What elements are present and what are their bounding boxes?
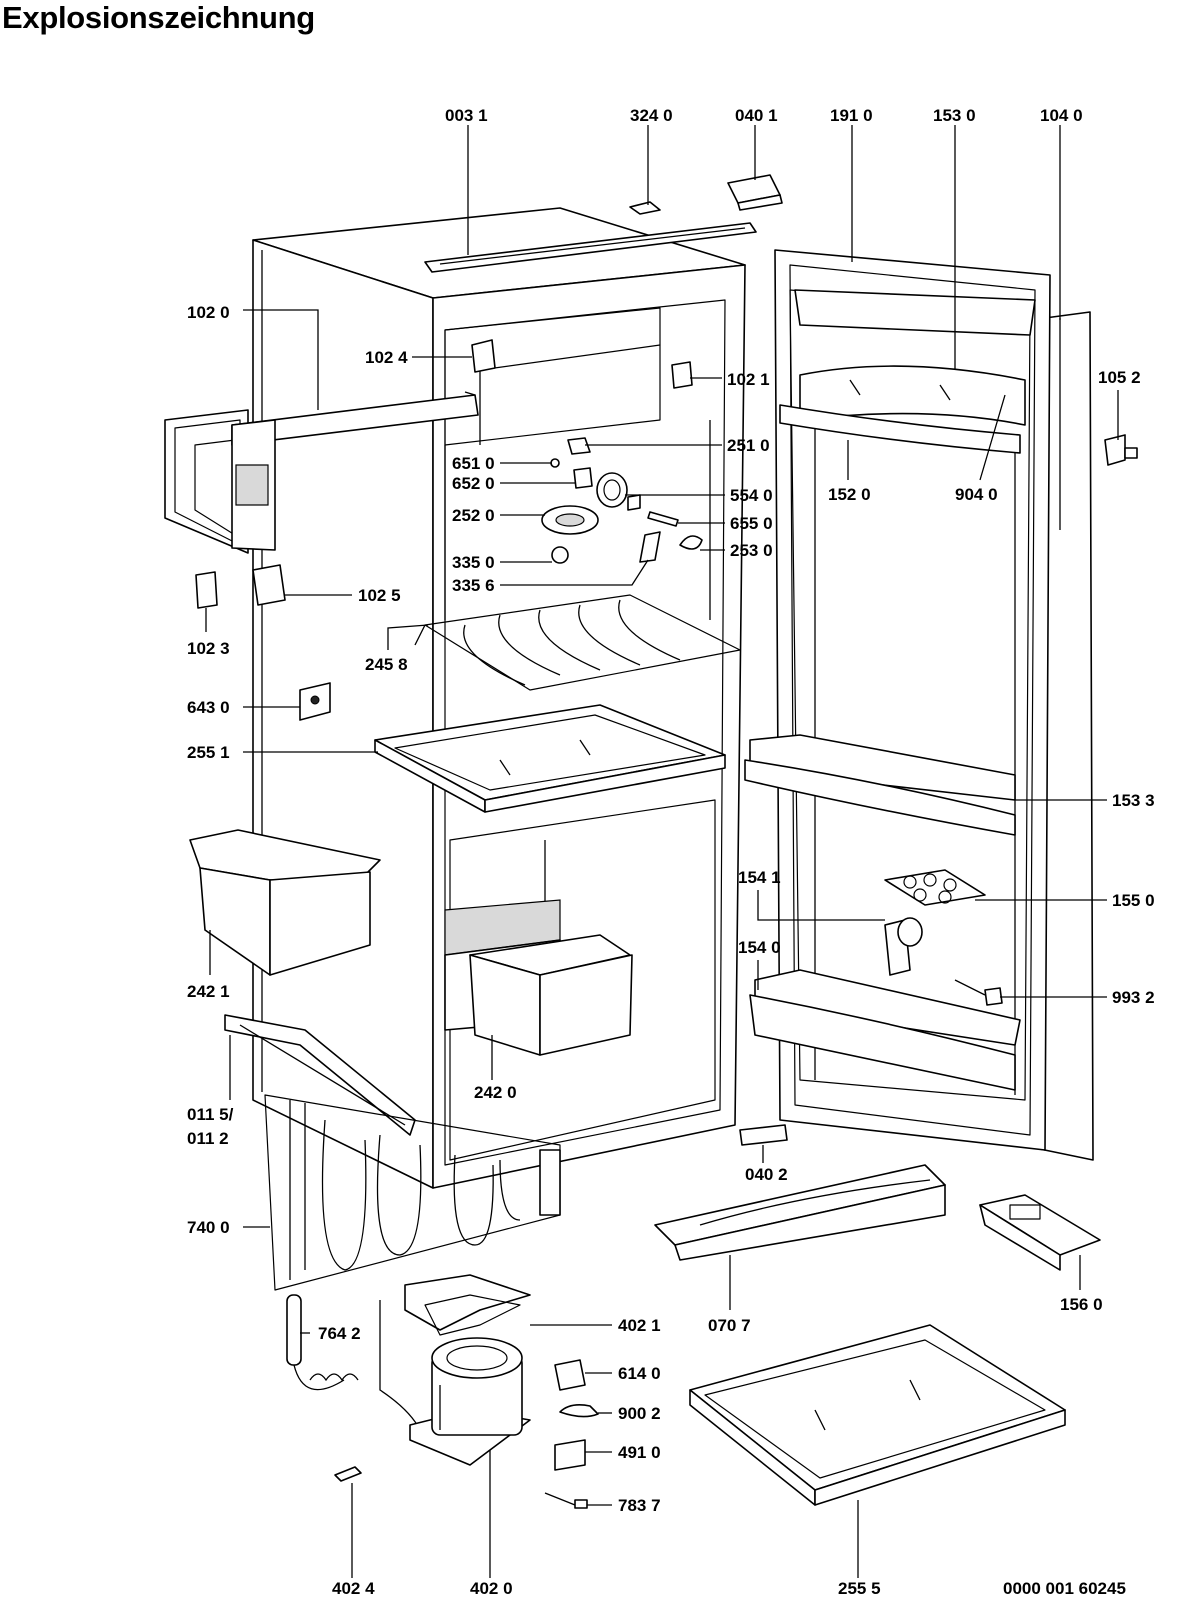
part-9932 [954, 979, 1003, 1006]
part-glass-shelf-lower [689, 1324, 1066, 1506]
callout-102-4: 102 4 [365, 348, 408, 367]
callout-252-0: 252 0 [452, 506, 495, 525]
callout-402-1: 402 1 [618, 1316, 661, 1335]
callout-335-6: 335 6 [452, 576, 495, 595]
page-title: Explosionszeichnung [2, 0, 315, 35]
callout-651-0: 651 0 [452, 454, 495, 473]
callout-102-1: 102 1 [727, 370, 770, 389]
part-hinge-right [1104, 434, 1138, 466]
callout-153-0: 153 0 [933, 106, 976, 125]
part-9002 [559, 1404, 599, 1418]
part-condenser [264, 1094, 561, 1291]
callout-242-0: 242 0 [474, 1083, 517, 1102]
callout-255-1: 255 1 [187, 743, 230, 762]
callout-614-0: 614 0 [618, 1364, 661, 1383]
callout-102-0: 102 0 [187, 303, 230, 322]
callout-251-0: 251 0 [727, 436, 770, 455]
callout-242-1: 242 1 [187, 982, 230, 1001]
part-clip-3240 [629, 201, 661, 215]
part-door-bin-upper [744, 734, 1016, 836]
part-door-bin-lower [749, 969, 1021, 1091]
callout-003-1: 003 1 [445, 106, 488, 125]
part-top-rail [424, 222, 757, 273]
callout-011-2: 011 2 [187, 1129, 229, 1148]
part-1021 [671, 361, 693, 389]
callout-154-0: 154 0 [738, 938, 781, 957]
part-compressor [409, 1337, 531, 1466]
callout-491-0: 491 0 [618, 1443, 661, 1462]
thermostat-group [541, 437, 703, 564]
callout-324-0: 324 0 [630, 106, 673, 125]
callout-040-2: 040 2 [745, 1165, 788, 1184]
callout-152-0: 152 0 [828, 485, 871, 504]
part-hinge-bottom [739, 1124, 788, 1146]
part-glass-shelf-upper [374, 704, 726, 813]
drawing-number: 0000 001 60245 [1003, 1579, 1126, 1598]
callout-153-3: 153 3 [1112, 791, 1155, 810]
callout-253-0: 253 0 [730, 541, 773, 560]
callout-labels: 003 1 324 0 040 1 191 0 153 0 104 0 102 … [187, 106, 1155, 1598]
callout-011-5: 011 5/ [187, 1105, 234, 1124]
callout-255-5: 255 5 [838, 1579, 881, 1598]
callout-245-8: 245 8 [365, 655, 408, 674]
callout-554-0: 554 0 [730, 486, 773, 505]
callout-900-2: 900 2 [618, 1404, 661, 1423]
callout-740-0: 740 0 [187, 1218, 230, 1237]
part-1025 [252, 564, 286, 606]
part-ice-tray [979, 1194, 1101, 1271]
callout-402-4: 402 4 [332, 1579, 375, 1598]
part-6140 [554, 1359, 586, 1391]
callout-156-0: 156 0 [1060, 1295, 1103, 1314]
callout-764-2: 764 2 [318, 1324, 361, 1343]
callout-154-1: 154 1 [738, 868, 781, 887]
callout-655-0: 655 0 [730, 514, 773, 533]
callout-335-0: 335 0 [452, 553, 495, 572]
leader-lines [205, 125, 1119, 1578]
callout-783-7: 783 7 [618, 1496, 661, 1515]
callout-652-0: 652 0 [452, 474, 495, 493]
callout-102-3: 102 3 [187, 639, 230, 658]
part-door-freezer-flap [779, 289, 1036, 454]
part-bottom-trim [224, 1014, 416, 1136]
part-crisper-left [189, 829, 381, 976]
part-4024 [334, 1466, 362, 1482]
callout-904-0: 904 0 [955, 485, 998, 504]
callout-102-5: 102 5 [358, 586, 401, 605]
part-butter-holder [884, 917, 923, 976]
callout-155-0: 155 0 [1112, 891, 1155, 910]
callout-191-0: 191 0 [830, 106, 873, 125]
part-hinge-top [727, 174, 783, 211]
callout-402-0: 402 0 [470, 1579, 513, 1598]
part-door-seal-left [164, 409, 249, 554]
callout-105-2: 105 2 [1098, 368, 1141, 387]
part-kick-plate [654, 1164, 946, 1261]
part-4910 [554, 1439, 586, 1471]
part-1023 [195, 571, 218, 609]
part-egg-tray [884, 869, 986, 906]
part-freezer-flap [231, 391, 479, 551]
callout-040-1: 040 1 [735, 106, 778, 125]
part-filter-dryer [286, 1294, 359, 1391]
part-7837 [544, 1492, 588, 1509]
part-evaporator-shelf [414, 594, 741, 691]
part-crisper-inner [444, 899, 633, 1056]
callout-070-7: 070 7 [708, 1316, 751, 1335]
callout-104-0: 104 0 [1040, 106, 1083, 125]
part-1024 [471, 339, 496, 373]
callout-643-0: 643 0 [187, 698, 230, 717]
callout-993-2: 993 2 [1112, 988, 1155, 1007]
